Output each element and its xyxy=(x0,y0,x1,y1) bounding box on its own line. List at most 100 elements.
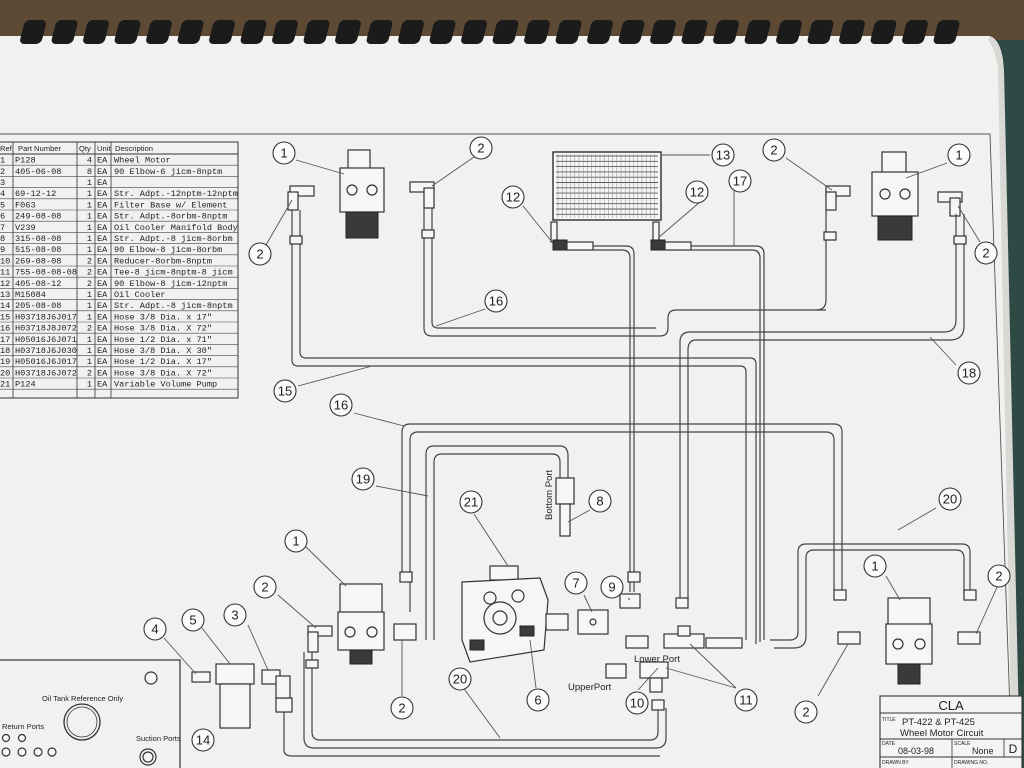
table-cell-qty: 1 xyxy=(87,312,92,322)
callout-number: 2 xyxy=(477,141,484,156)
spiral-coil xyxy=(177,20,204,44)
table-cell-description: Str. Adpt.-8 jicm-8nptm xyxy=(114,301,233,311)
spiral-coil xyxy=(51,20,78,44)
table-cell-unit: EA xyxy=(97,290,108,300)
company-name: CLA xyxy=(938,698,964,713)
filter-assembly xyxy=(191,663,291,729)
table-cell-qty: 4 xyxy=(87,156,92,166)
title-key: TITLE xyxy=(882,717,896,723)
callout-number: 15 xyxy=(278,384,292,399)
callout-bubble: 6 xyxy=(526,688,550,712)
table-cell-ref: 11 xyxy=(0,268,10,278)
callout-bubble: 2 xyxy=(794,700,818,724)
table-cell-qty: 1 xyxy=(87,301,92,311)
table-cell-part-number: 205-08-08 xyxy=(15,301,61,311)
callout-number: 20 xyxy=(453,672,467,687)
drawn-by-key: DRAWN BY xyxy=(882,760,909,766)
table-cell-part-number: 315-08-08 xyxy=(15,234,61,244)
wheel-motor-top-left xyxy=(339,149,385,239)
drawing-title-line1: PT-422 & PT-425 xyxy=(902,717,975,728)
callout-bubble: 17 xyxy=(728,169,752,193)
spiral-coil xyxy=(839,20,865,44)
callout-number: 16 xyxy=(334,398,348,413)
table-cell-part-number: 515-08-08 xyxy=(15,245,61,255)
callout-number: 2 xyxy=(770,143,777,158)
callout-number: 19 xyxy=(356,472,370,487)
spiral-coil xyxy=(650,20,676,44)
table-cell-unit: EA xyxy=(97,245,108,255)
callout-number: 2 xyxy=(256,247,263,262)
table-cell-part-number: 405-06-08 xyxy=(15,167,61,177)
table-cell-part-number: 69-12-12 xyxy=(15,189,56,199)
bottom-port-label: Bottom Port xyxy=(544,469,555,520)
table-cell-description: Filter Base w/ Element xyxy=(114,200,227,210)
spiral-coil xyxy=(83,20,109,44)
wheel-motor-top-right xyxy=(871,151,919,241)
title-block: CLA TITLE PT-422 & PT-425 Wheel Motor Ci… xyxy=(879,695,1023,768)
table-cell-ref: 9 xyxy=(0,245,5,255)
table-cell-part-number: 405-08-12 xyxy=(15,279,61,289)
table-cell-description: Str. Adpt.-12nptm-12nptm xyxy=(114,189,238,199)
table-cell-qty: 1 xyxy=(87,245,92,255)
spiral-coil xyxy=(461,20,487,44)
table-cell-ref: 16 xyxy=(0,324,10,334)
spiral-coil xyxy=(398,20,424,44)
callout-bubble: 1 xyxy=(272,141,296,165)
spiral-coil xyxy=(555,20,582,44)
spiral-coil xyxy=(240,20,267,44)
callout-number: 14 xyxy=(196,733,210,748)
callout-bubble: 2 xyxy=(469,136,493,160)
callout-bubble: 2 xyxy=(974,241,998,265)
spiral-coil xyxy=(587,20,613,44)
callout-number: 1 xyxy=(280,146,287,161)
callout-bubble: 1 xyxy=(863,554,887,578)
table-cell-qty: 1 xyxy=(87,357,92,367)
table-cell-qty: 2 xyxy=(87,279,92,289)
spiral-coil xyxy=(209,20,235,44)
callout-leaders xyxy=(163,154,999,739)
callout-bubble: 11 xyxy=(734,688,758,712)
drawing-border xyxy=(0,133,1013,768)
table-cell-description: Tee-8 jicm-8nptm-8 jicm xyxy=(114,268,233,278)
table-cell-qty: 1 xyxy=(87,178,92,188)
oil-tank xyxy=(0,659,181,768)
table-cell-description: 90 Elbow-8 jicm-12nptm xyxy=(114,279,227,289)
elbow-fitting-left-cooler xyxy=(550,221,594,251)
callout-number: 7 xyxy=(572,576,579,591)
table-cell-qty: 1 xyxy=(87,380,92,390)
callout-number: 2 xyxy=(995,569,1002,584)
callouts: 1 2 2 1 2 2 12 12 13 17 16 15 18 16 19 2… xyxy=(143,136,1011,752)
table-cell-qty: 2 xyxy=(87,324,92,334)
suction-ports-label: Suction Ports xyxy=(136,734,181,743)
table-header-qty: Qty xyxy=(79,144,91,153)
callout-number: 13 xyxy=(716,148,730,163)
table-cell-ref: 12 xyxy=(0,279,10,289)
upper-port-label: UpperPort xyxy=(568,682,612,693)
table-cell-ref: 5 xyxy=(0,200,5,210)
spiral-coil xyxy=(902,20,928,44)
callout-number: 5 xyxy=(189,613,196,628)
callout-bubble: 20 xyxy=(448,667,472,691)
paper-curl xyxy=(988,36,1020,768)
callout-bubble: 1 xyxy=(284,529,308,553)
table-cell-qty: 1 xyxy=(87,212,92,222)
drawing-number-key: DRAWING NO. xyxy=(954,760,988,766)
table-cell-unit: EA xyxy=(97,189,108,199)
table-cell-description: Str. Adpt.-8orbm-8nptm xyxy=(114,212,227,222)
return-ports-label: Return Ports xyxy=(2,722,44,731)
table-cell-ref: 1 xyxy=(0,156,5,166)
table-cell-ref: 13 xyxy=(0,290,10,300)
table-cell-ref: 10 xyxy=(0,256,10,266)
table-cell-unit: EA xyxy=(97,357,108,367)
callout-number: 2 xyxy=(398,701,405,716)
spiral-coil xyxy=(366,20,393,44)
tee-fittings xyxy=(605,625,743,711)
